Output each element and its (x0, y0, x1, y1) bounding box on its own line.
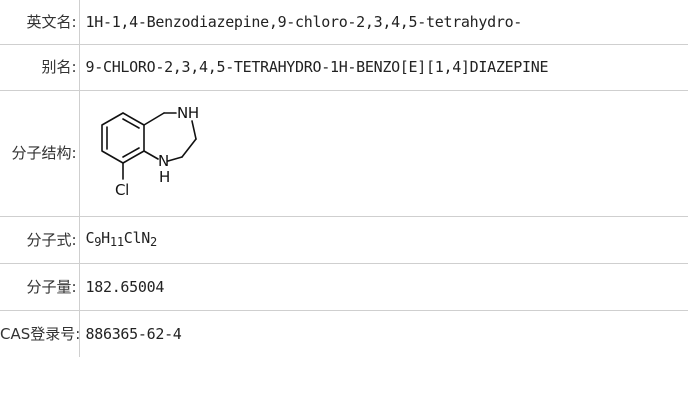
formula-value: C9H11ClN2 (79, 216, 688, 264)
cas-number-label: CAS登录号: (0, 310, 80, 357)
row-cas-number: CAS登录号: 886365-62-4 (0, 310, 688, 357)
bond-nh-ch2 (190, 120, 197, 140)
formula-cln: ClN (123, 228, 151, 247)
structure-value: NH N H Cl (79, 90, 688, 217)
bond-ring-ch2 (142, 112, 165, 126)
atom-cl: Cl (115, 181, 129, 199)
atom-n-bottom: N (158, 152, 169, 170)
formula-n-count: 2 (149, 234, 157, 249)
molecular-weight-value: 182.65004 (79, 263, 688, 311)
row-formula: 分子式: C9H11ClN2 (0, 216, 688, 264)
formula-h-count: 11 (109, 234, 124, 249)
benzene-double-bond-1 (121, 118, 140, 129)
bond-ch2-n (166, 156, 183, 162)
row-alias: 别名: 9-CHLORO-2,3,4,5-TETRAHYDRO-1H-BENZO… (0, 44, 688, 91)
row-english-name: 英文名: 1H-1,4-Benzodiazepine,9-chloro-2,3,… (0, 0, 688, 45)
alias-value: 9-CHLORO-2,3,4,5-TETRAHYDRO-1H-BENZO[E][… (79, 44, 688, 91)
compound-properties-table: 英文名: 1H-1,4-Benzodiazepine,9-chloro-2,3,… (0, 0, 688, 357)
english-name-value: 1H-1,4-Benzodiazepine,9-chloro-2,3,4,5-t… (79, 0, 688, 45)
row-structure: 分子结构: (0, 90, 688, 217)
formula-c-count: 9 (94, 234, 102, 249)
formula-label: 分子式: (0, 216, 80, 264)
molecule-structure-image: NH N H Cl (100, 104, 199, 199)
row-molecular-weight: 分子量: 182.65004 (0, 263, 688, 311)
formula-h: H (101, 228, 110, 247)
structure-label: 分子结构: (0, 90, 80, 217)
alias-label: 别名: (0, 44, 80, 91)
bond-n-ring (142, 150, 159, 160)
benzene-double-bond-3 (121, 147, 140, 158)
cas-number-value: 886365-62-4 (85, 324, 182, 343)
benzene-ring-bond (100, 112, 145, 164)
atom-h-bottom: H (159, 168, 170, 186)
atom-nh-top: NH (177, 104, 199, 122)
bond-ch2-ch2 (180, 138, 197, 158)
molecular-weight-label: 分子量: (0, 263, 80, 311)
english-name-label: 英文名: (0, 0, 80, 45)
formula-c: C (85, 228, 95, 247)
